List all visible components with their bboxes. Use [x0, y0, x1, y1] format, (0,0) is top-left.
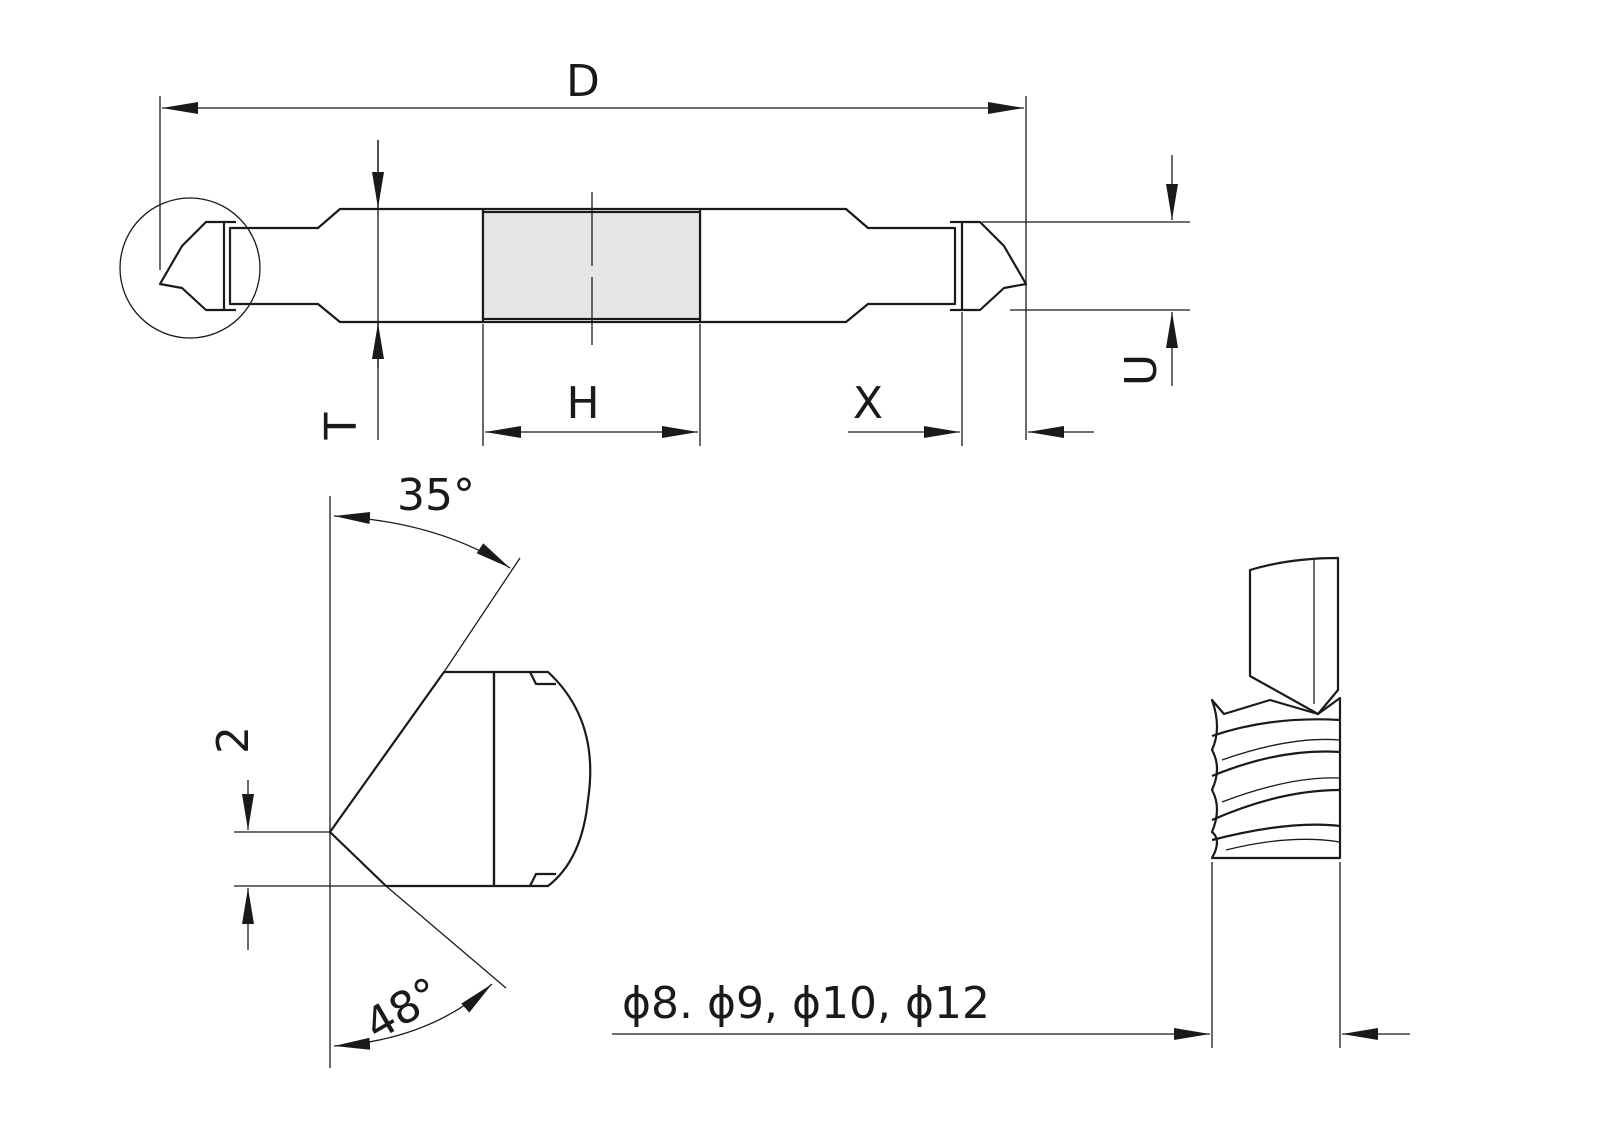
label-tool-diameters: ϕ8. ϕ9, ϕ10, ϕ12 [622, 978, 990, 1029]
label-angle-48: 48° [356, 968, 449, 1051]
label-edge-height: 2 [208, 726, 259, 754]
arc-35 [333, 512, 511, 569]
abrasive-rim-left [158, 220, 226, 312]
detail-circle [119, 197, 261, 339]
wheel-body-right [698, 207, 957, 324]
label-t: T [316, 412, 367, 440]
label-x: X [853, 378, 883, 429]
wheel-section-view: D T H X U [119, 56, 1190, 446]
label-angle-35: 35° [397, 470, 475, 521]
wheel-body-left [228, 207, 485, 324]
drill-flutes [1210, 696, 1342, 860]
drill-tool-view: ϕ8. ϕ9, ϕ10, ϕ12 [612, 556, 1410, 1048]
drill-shank [1248, 556, 1340, 716]
detail-abrasive [328, 670, 496, 888]
arc-48 [333, 983, 493, 1050]
abrasive-rim-right [960, 220, 1028, 312]
detail-body [492, 670, 592, 888]
label-u: U [1116, 354, 1167, 386]
rim-detail-view: 35° 48° 2 [208, 470, 592, 1068]
label-d: D [566, 56, 600, 107]
label-h: H [566, 378, 599, 429]
